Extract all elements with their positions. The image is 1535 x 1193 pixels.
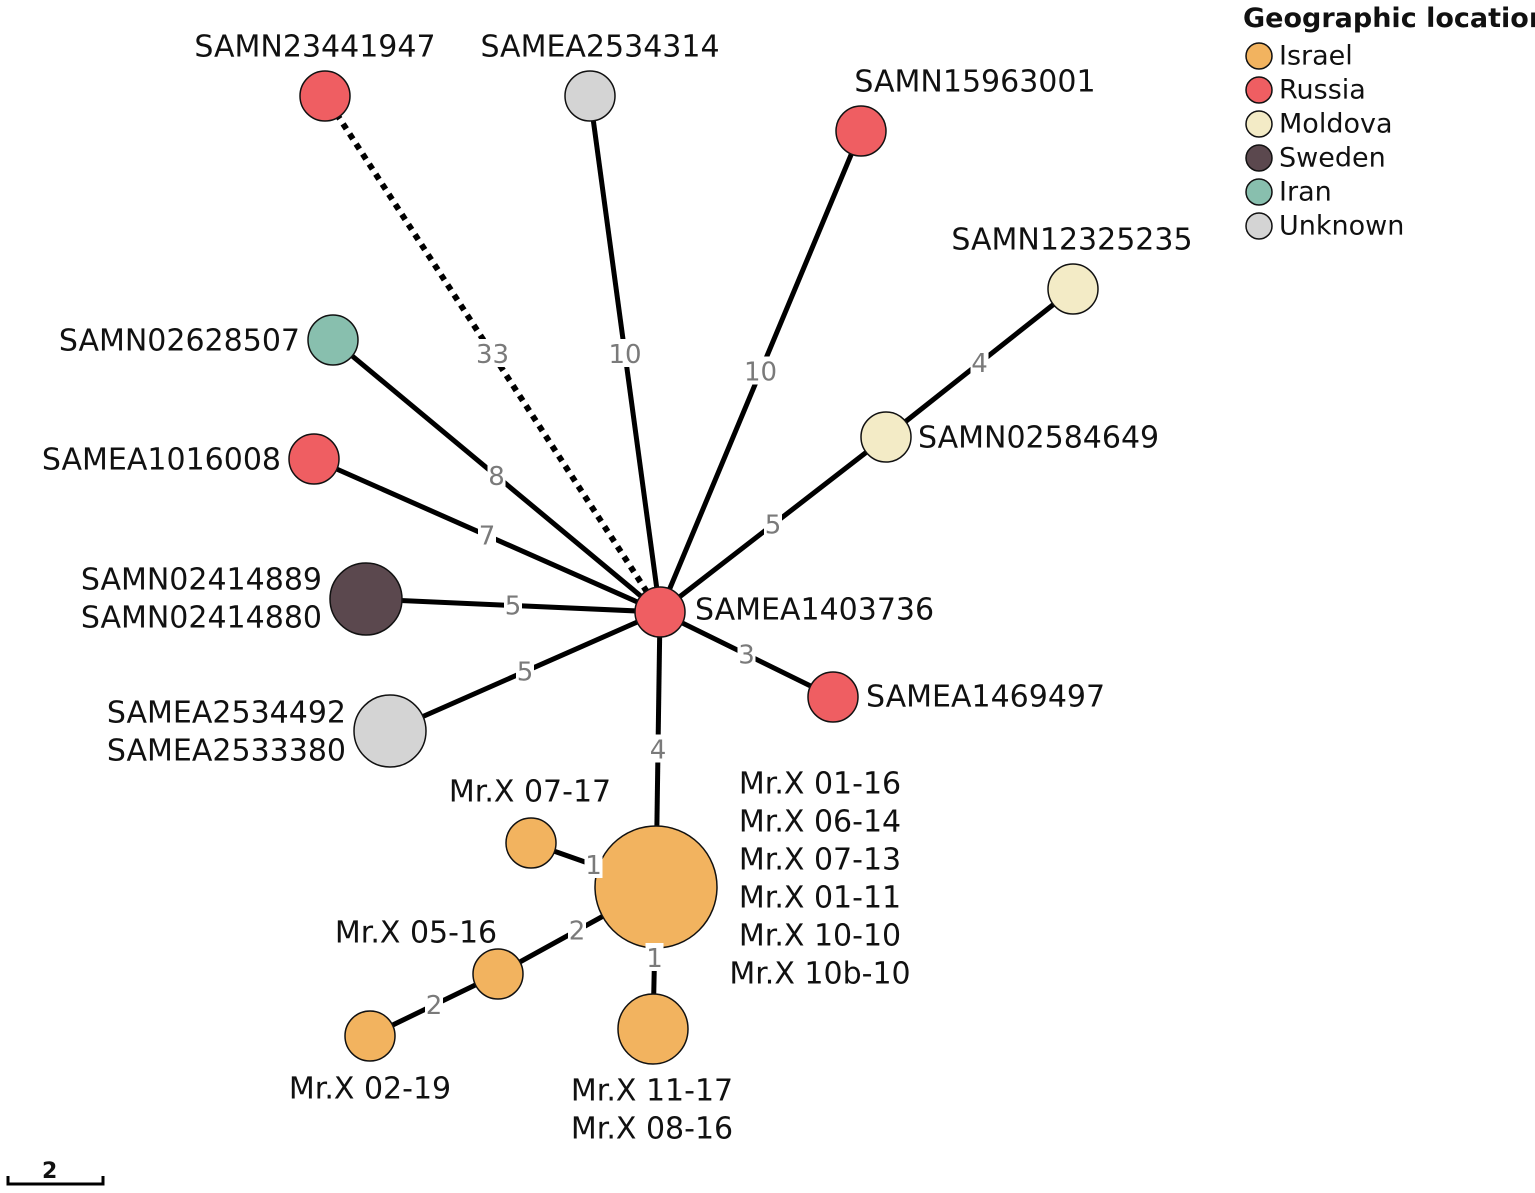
node-x3	[344, 1010, 396, 1062]
node-label: SAMEA1469497	[866, 680, 1105, 715]
edge-weight-label: 10	[608, 340, 641, 370]
node-label: Mr.X 10b-10	[729, 957, 910, 992]
node-big	[594, 825, 718, 949]
edge-label-background	[516, 656, 534, 685]
node-label: Mr.X 07-17	[449, 775, 611, 810]
node-label: SAMN02414880	[81, 601, 322, 636]
node-label: Mr.X 02-19	[289, 1072, 451, 1107]
edge-weight-label: 1	[646, 944, 663, 974]
edge-label-background	[568, 915, 586, 944]
node-label: SAMN23441947	[194, 30, 435, 65]
edge-label-background	[645, 943, 664, 971]
scale-bar-line	[6, 1176, 105, 1186]
legend: Geographic location IsraelRussiaMoldovaS…	[1243, 3, 1535, 242]
edge-label-background	[737, 639, 756, 668]
legend-swatch-russia	[1245, 76, 1273, 104]
node-n6	[307, 314, 359, 366]
edge-weight-label: 10	[744, 358, 777, 388]
edge-weight-label: 33	[476, 340, 509, 370]
node-x4	[617, 993, 689, 1065]
edge-label-background	[607, 339, 643, 367]
edge-weight-label: 7	[479, 522, 496, 552]
legend-swatch-unknown	[1245, 212, 1273, 240]
scale-bar-label: 2	[42, 1159, 57, 1184]
labels-layer: 33 10 10 4 5 8 7 5 5 3 4 1 2 2 1 SAMEA1403736 SAMN234419…	[42, 30, 1193, 1147]
node-n8	[329, 562, 403, 636]
nodes-layer	[288, 70, 1099, 1065]
node-label: Mr.X 08-16	[571, 1112, 733, 1147]
node-label: SAMN02584649	[918, 421, 1159, 456]
edge-label-background	[649, 734, 667, 763]
edge-weight-label: 2	[426, 991, 443, 1021]
edge-label-background	[478, 520, 496, 549]
node-label: Mr.X 06-14	[739, 805, 901, 840]
node-n7	[288, 433, 340, 485]
node-label: Mr.X 05-16	[335, 916, 497, 951]
node-label: Mr.X 07-13	[739, 843, 901, 878]
edge-label-background	[584, 850, 603, 878]
node-label: Mr.X 01-11	[739, 881, 901, 916]
legend-swatch-iran	[1245, 178, 1273, 206]
node-label: SAMEA2534492	[107, 696, 346, 731]
node-label: Mr.X 10-10	[739, 919, 901, 954]
node-n9	[353, 694, 427, 768]
edge-label-background	[970, 348, 989, 376]
edge-weight-label: 2	[569, 917, 586, 947]
legend-swatch-sweden	[1245, 144, 1273, 172]
edge-weight-label: 3	[738, 641, 755, 671]
legend-swatch-israel	[1245, 42, 1273, 70]
node-n4	[1047, 263, 1099, 315]
edge-label-background	[764, 509, 782, 538]
node-n1	[299, 70, 351, 122]
node-label: SAMEA1016008	[42, 443, 281, 478]
legend-label-sweden: Sweden	[1279, 143, 1386, 174]
node-label: SAMN12325235	[951, 223, 1192, 258]
edge-label-background	[742, 356, 779, 385]
legend-label-russia: Russia	[1279, 75, 1366, 106]
legend-label-iran: Iran	[1279, 177, 1332, 208]
node-n10	[807, 671, 859, 723]
node-x2	[472, 948, 524, 1000]
node-label: SAMEA2534314	[480, 30, 719, 65]
node-n2	[564, 70, 616, 122]
legend-label-israel: Israel	[1279, 41, 1353, 72]
node-label: SAMN02414889	[81, 563, 322, 598]
edge-label-background	[487, 461, 506, 489]
node-x1	[505, 817, 557, 869]
edge-weight-label: 4	[971, 349, 988, 379]
node-n3	[835, 105, 887, 157]
edge-weight-label: 4	[650, 736, 667, 766]
node-label: SAMEA1403736	[695, 593, 934, 628]
edge-weight-label: 8	[488, 462, 505, 492]
node-label: SAMN02628507	[59, 324, 300, 359]
legend-title: Geographic location	[1243, 3, 1535, 34]
edge-label-background	[504, 590, 522, 619]
edge-weight-label: 5	[765, 511, 782, 541]
edge-label-background	[425, 990, 443, 1018]
edge-label-background	[474, 339, 511, 367]
node-label: SAMEA2533380	[107, 734, 346, 769]
node-center	[634, 586, 686, 638]
edge-weight-label: 5	[505, 592, 522, 622]
edge-weight-label: 5	[517, 658, 534, 688]
legend-label-unknown: Unknown	[1279, 211, 1404, 242]
node-label: Mr.X 01-16	[739, 767, 901, 802]
node-label: SAMN15963001	[854, 65, 1095, 100]
legend-label-moldova: Moldova	[1279, 109, 1393, 140]
scale-bar: 2	[6, 1159, 105, 1186]
legend-swatch-moldova	[1245, 110, 1273, 138]
node-n5	[860, 411, 912, 463]
edge-weight-label: 1	[585, 851, 602, 881]
node-label: Mr.X 11-17	[571, 1074, 733, 1109]
